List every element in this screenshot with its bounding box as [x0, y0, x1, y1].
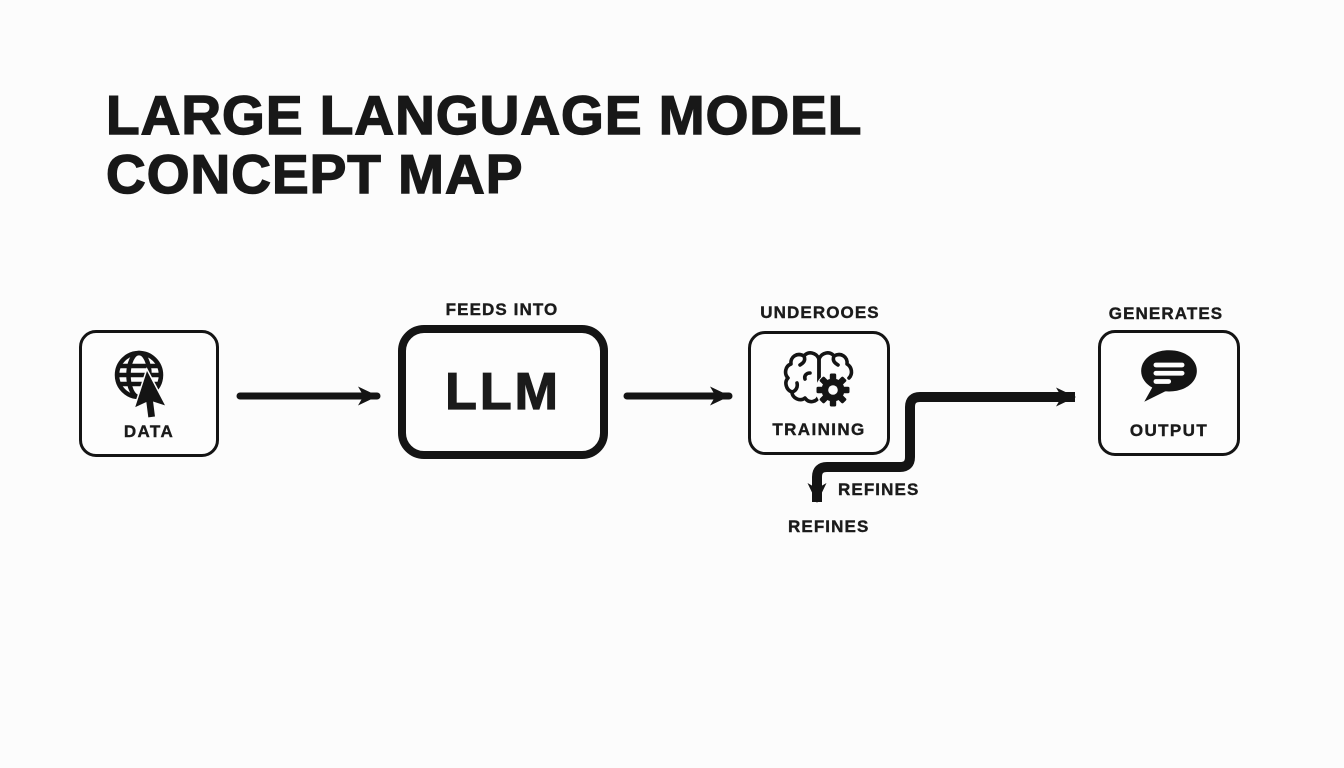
speech-bubble-icon: [1136, 346, 1202, 406]
node-data-label: DATA: [123, 422, 175, 441]
globe-with-cursor-icon: [108, 346, 190, 418]
edge-label-undergoes: UNDEROOES: [760, 303, 880, 322]
page-title: LARGE LANGUAGE MODEL CONCEPT MAP: [105, 84, 863, 205]
edge-label-feeds-into: FEEDS INTO: [445, 300, 559, 319]
node-data: DATA: [79, 330, 219, 457]
node-output-label: OUTPUT: [1129, 421, 1209, 440]
edge-label-refines-lower: REFINES: [788, 517, 870, 536]
node-output: OUTPUT: [1098, 330, 1240, 456]
node-llm: LLM: [398, 325, 608, 459]
edge-label-refines-upper: REFINES: [838, 480, 920, 499]
edge-label-generates: GENERATES: [1108, 304, 1224, 323]
node-llm-label: LLM: [444, 362, 561, 421]
node-training: TRAINING: [748, 331, 890, 455]
page-title-line-2: CONCEPT MAP: [105, 143, 524, 205]
brain-with-gear-icon: [779, 347, 859, 409]
page-title-line-1: LARGE LANGUAGE MODEL: [105, 84, 863, 146]
node-training-label: TRAINING: [772, 420, 866, 439]
